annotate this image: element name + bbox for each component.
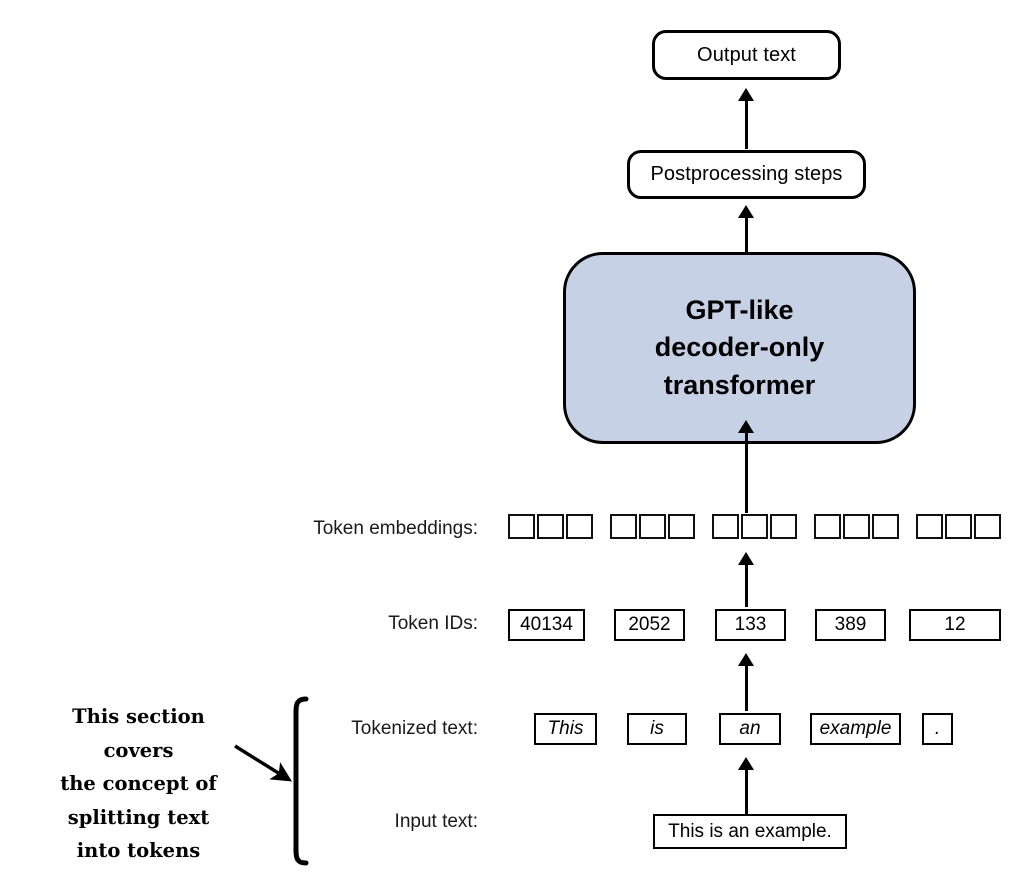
annotation-line-1: This section covers: [72, 705, 205, 762]
embedding-cell: [741, 514, 768, 539]
token-box: .: [922, 713, 953, 745]
arrow-input-to-tokens: [738, 757, 754, 817]
arrow-embeddings-to-model: [738, 420, 754, 513]
arrow-head-icon: [738, 757, 754, 770]
model-block-text: GPT-like decoder-only transformer: [655, 292, 825, 404]
token-id-box: 133: [715, 609, 786, 641]
arrow-tokens-to-ids: [738, 653, 754, 711]
section-bracket-icon: [293, 696, 309, 866]
embedding-cell: [916, 514, 943, 539]
model-block-line-1: GPT-like: [685, 295, 794, 326]
model-block: GPT-like decoder-only transformer: [563, 252, 916, 444]
postprocessing-label: Postprocessing steps: [650, 163, 843, 185]
annotation-line-3: splitting text: [67, 805, 210, 829]
embedding-cell: [610, 514, 637, 539]
output-text-label: Output text: [697, 43, 796, 66]
arrow-head-icon: [738, 552, 754, 565]
arrow-model-to-postprocessing: [738, 205, 754, 261]
embedding-cell: [639, 514, 666, 539]
model-block-line-2: decoder-only: [654, 332, 825, 363]
embedding-cell: [770, 514, 797, 539]
token-id-box: 12: [909, 609, 1001, 641]
token-id-box: 40134: [508, 609, 585, 641]
embedding-group-2: [610, 514, 695, 539]
output-text-box: Output text: [652, 30, 841, 80]
embedding-cell: [945, 514, 972, 539]
label-token-embeddings: Token embeddings:: [313, 518, 478, 539]
arrow-ids-to-embeddings: [738, 552, 754, 607]
arrow-shaft: [744, 101, 748, 149]
arrow-shaft: [744, 666, 748, 711]
arrow-shaft: [744, 565, 748, 607]
label-input-text: Input text:: [394, 811, 478, 832]
embedding-group-4: [814, 514, 899, 539]
arrow-head-icon: [738, 653, 754, 666]
embedding-cell: [508, 514, 535, 539]
arrow-shaft: [744, 433, 748, 513]
arrow-head-icon: [738, 420, 754, 433]
token-box: example: [810, 713, 901, 745]
model-block-line-3: transformer: [663, 369, 816, 400]
arrow-shaft: [744, 218, 748, 261]
token-box: an: [719, 713, 781, 745]
embedding-group-1: [508, 514, 593, 539]
embedding-cell: [843, 514, 870, 539]
arrow-shaft: [744, 770, 748, 817]
annotation-line-4: into tokens: [76, 839, 201, 863]
arrow-head-icon: [738, 88, 754, 101]
embedding-group-5: [916, 514, 1001, 539]
embedding-cell: [712, 514, 739, 539]
section-annotation: This section covers the concept of split…: [36, 700, 241, 868]
embedding-cell: [537, 514, 564, 539]
embedding-cell: [566, 514, 593, 539]
token-box: is: [627, 713, 687, 745]
token-id-box: 389: [815, 609, 886, 641]
embedding-cell: [872, 514, 899, 539]
embedding-cell: [974, 514, 1001, 539]
token-id-box: 2052: [614, 609, 685, 641]
annotation-line-2: the concept of: [60, 772, 217, 796]
token-box: This: [534, 713, 597, 745]
input-text-box: This is an example.: [653, 814, 847, 849]
embedding-cell: [814, 514, 841, 539]
label-token-ids: Token IDs:: [388, 613, 478, 634]
embedding-group-3: [712, 514, 797, 539]
postprocessing-box: Postprocessing steps: [627, 150, 866, 199]
arrow-postprocessing-to-output: [738, 88, 754, 149]
embedding-cell: [668, 514, 695, 539]
annotation-arrow-icon: [234, 744, 293, 782]
arrow-head-icon: [738, 205, 754, 218]
label-tokenized-text: Tokenized text:: [351, 718, 478, 739]
